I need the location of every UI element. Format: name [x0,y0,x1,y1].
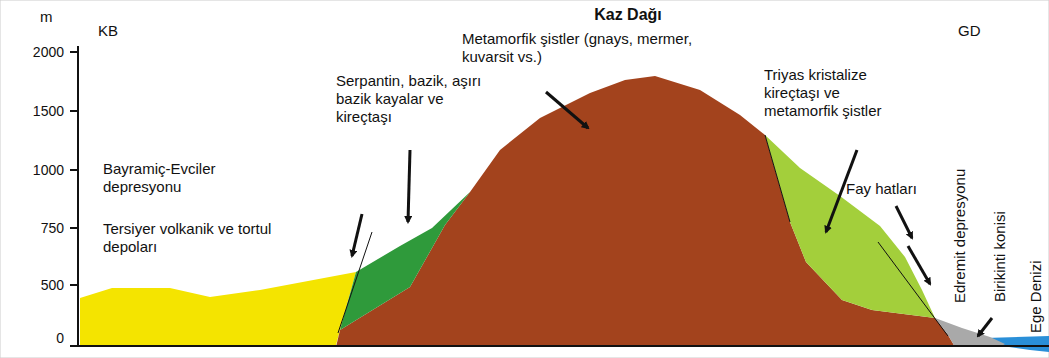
axis-unit: m [40,8,53,26]
triassic-limestone [765,135,935,318]
sea-label: Ege Denizi [1027,260,1045,333]
axis-value: 1000 [33,161,64,179]
axis-value: 1500 [33,102,64,120]
region-label: Bayramiç-Evciler depresyonu [103,160,263,196]
leader-arrows [352,92,992,336]
unit-label: Tersiyer volkanik ve tortul depoları [103,220,303,256]
direction-label: GD [958,22,981,40]
serpentine [340,192,470,330]
y-axis [77,46,79,346]
unit-label: Metamorfik şistler (gnays, mermer, kuvar… [462,30,732,66]
tertiary-deposits [80,272,356,345]
landform-label: Birikinti konisi [991,211,1009,302]
diagram-title: Kaz Dağı [594,6,662,24]
axis-value: 0 [56,329,64,347]
fault-line [765,135,790,222]
axis-ticks [70,52,78,285]
direction-label: KB [98,22,118,40]
axis-value: 750 [41,219,64,237]
x-axis [70,345,1049,347]
unit-label: Serpantin, bazik, aşırı bazik kayalar ve… [336,72,486,126]
unit-label: Triyas kristalize kireçtaşı ve metamorfi… [764,66,914,120]
axis-value: 2000 [33,43,64,61]
region-label: Edremit depresyonu [951,169,969,303]
fault-label: Fay hatları [846,180,917,198]
fault-line [878,242,948,336]
axis-value: 500 [41,276,64,294]
